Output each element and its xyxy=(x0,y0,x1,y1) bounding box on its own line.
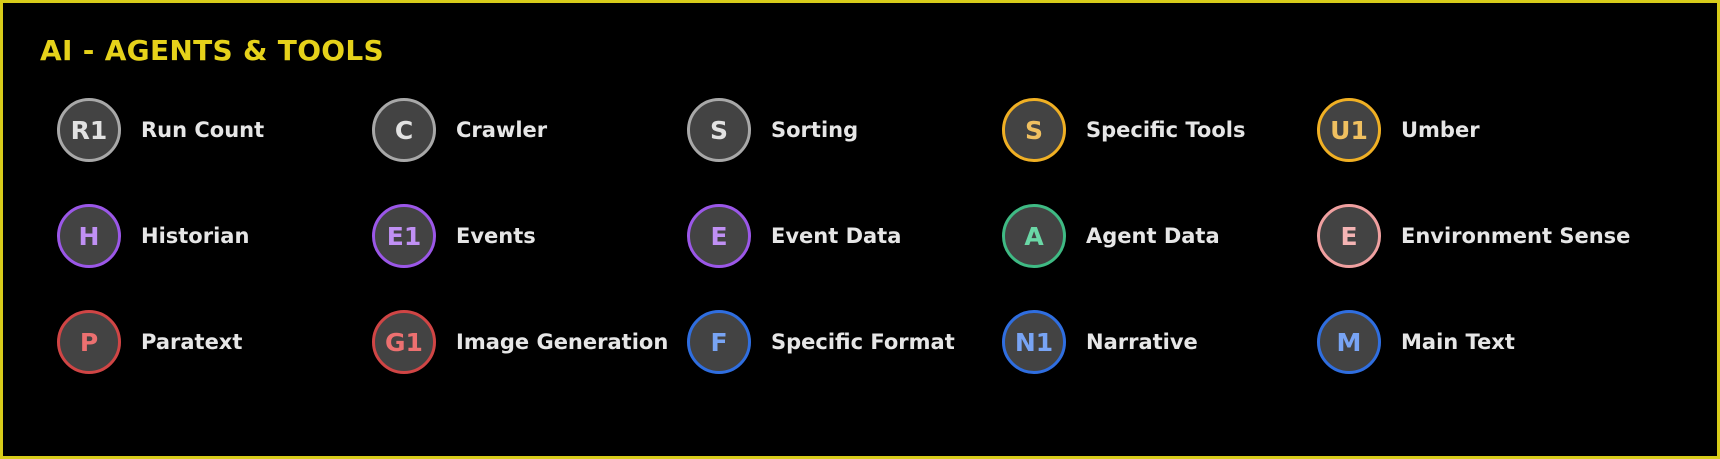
agent-tool-item-run-count[interactable]: R1 Run Count xyxy=(57,98,372,204)
agent-badge-icon: R1 xyxy=(57,98,121,162)
agent-tool-label: Umber xyxy=(1401,118,1480,142)
agent-tool-label: Narrative xyxy=(1086,330,1198,354)
agent-tool-item-narrative[interactable]: N1 Narrative xyxy=(1002,310,1317,416)
agent-tool-item-main-text[interactable]: M Main Text xyxy=(1317,310,1632,416)
agent-tool-label: Paratext xyxy=(141,330,243,354)
agent-badge-icon: A xyxy=(1002,204,1066,268)
agent-badge-icon: H xyxy=(57,204,121,268)
agent-tool-label: Crawler xyxy=(456,118,548,142)
agent-badge-icon: F xyxy=(687,310,751,374)
agent-tool-item-events[interactable]: E1 Events xyxy=(372,204,687,310)
agent-tool-label: Agent Data xyxy=(1086,224,1220,248)
agent-badge-icon: E1 xyxy=(372,204,436,268)
agent-tool-item-agent-data[interactable]: A Agent Data xyxy=(1002,204,1317,310)
agent-tool-label: Specific Tools xyxy=(1086,118,1246,142)
agents-tools-grid: R1 Run Count C Crawler S Sorting S Speci… xyxy=(57,98,1632,416)
agent-tool-label: Main Text xyxy=(1401,330,1515,354)
agent-badge-icon: G1 xyxy=(372,310,436,374)
agent-tool-item-specific-tools[interactable]: S Specific Tools xyxy=(1002,98,1317,204)
agent-badge-icon: S xyxy=(687,98,751,162)
agent-tool-label: Sorting xyxy=(771,118,859,142)
agent-tool-label: Run Count xyxy=(141,118,265,142)
agent-badge-icon: P xyxy=(57,310,121,374)
agent-badge-icon: C xyxy=(372,98,436,162)
agent-badge-icon: S xyxy=(1002,98,1066,162)
agent-tool-label: Image Generation xyxy=(456,330,669,354)
agent-tool-label: Events xyxy=(456,224,536,248)
agent-tool-item-image-generation[interactable]: G1 Image Generation xyxy=(372,310,687,416)
agent-tool-item-umber[interactable]: U1 Umber xyxy=(1317,98,1632,204)
agent-badge-icon: E xyxy=(687,204,751,268)
agent-badge-icon: E xyxy=(1317,204,1381,268)
agent-tool-item-paratext[interactable]: P Paratext xyxy=(57,310,372,416)
agent-tool-item-environment-sense[interactable]: E Environment Sense xyxy=(1317,204,1632,310)
agent-tool-item-specific-format[interactable]: F Specific Format xyxy=(687,310,1002,416)
agent-tool-item-sorting[interactable]: S Sorting xyxy=(687,98,1002,204)
agent-tool-label: Environment Sense xyxy=(1401,224,1631,248)
agent-tool-label: Event Data xyxy=(771,224,902,248)
agent-tool-label: Historian xyxy=(141,224,250,248)
agent-tool-label: Specific Format xyxy=(771,330,955,354)
agent-badge-icon: U1 xyxy=(1317,98,1381,162)
agent-badge-icon: N1 xyxy=(1002,310,1066,374)
agent-badge-icon: M xyxy=(1317,310,1381,374)
panel-title: AI - AGENTS & TOOLS xyxy=(40,34,385,67)
agent-tool-item-historian[interactable]: H Historian xyxy=(57,204,372,310)
agent-tool-item-crawler[interactable]: C Crawler xyxy=(372,98,687,204)
agent-tool-item-event-data[interactable]: E Event Data xyxy=(687,204,1002,310)
